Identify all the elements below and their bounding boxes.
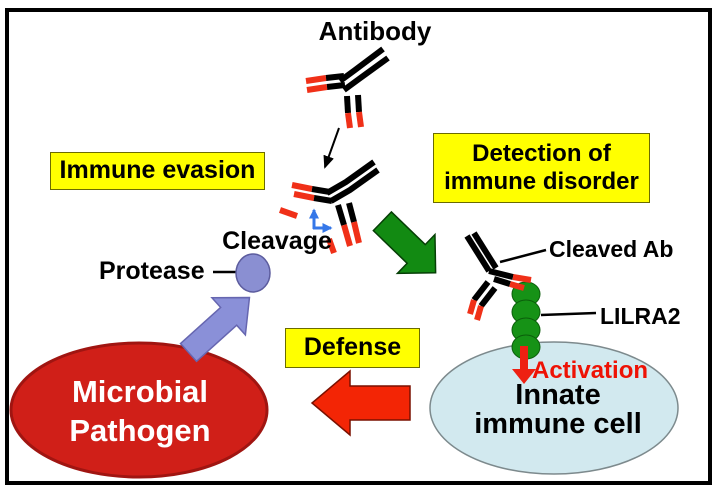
green-arrow-icon: [372, 210, 437, 275]
immune-evasion-box: Immune evasion: [50, 152, 265, 190]
detection-label-line2: immune disorder: [444, 168, 639, 195]
innate-immune-cell-ellipse: [429, 341, 679, 475]
detection-label-line1: Detection of: [472, 139, 611, 167]
defense-label: Defense: [303, 333, 402, 362]
purple-arrow-icon: [179, 296, 251, 363]
immune-evasion-label: Immune evasion: [59, 156, 256, 185]
microbial-pathogen-label: Microbial Pathogen: [69, 374, 211, 448]
innate-immune-cell-label: Innate immune cell: [474, 379, 642, 440]
antibody-icon: [305, 46, 390, 129]
defense-box: Defense: [285, 328, 420, 368]
cleaved-ab-pointer-line: [499, 248, 547, 264]
detection-box: Detection of immune disorder: [433, 133, 650, 203]
antibody-to-cleaved-arrow-icon: [323, 127, 340, 169]
cleavage-site-arrows-icon: [309, 208, 333, 233]
cleavage-label: Cleavage: [222, 227, 332, 255]
lilra2-pointer-line: [540, 311, 597, 317]
microbial-pathogen-ellipse: [9, 341, 269, 479]
cleaved-ab-label: Cleaved Ab: [549, 236, 674, 262]
cleaved-antibody-icon: [279, 159, 380, 255]
protease-label: Protease: [99, 257, 205, 285]
protease-icon: [235, 253, 271, 293]
lilra2-label: LILRA2: [600, 303, 681, 329]
activation-label: Activation: [532, 357, 649, 384]
activation-arrow-icon: [512, 346, 536, 384]
antibody-label: Antibody: [318, 16, 432, 46]
defense-arrow-icon: [310, 369, 411, 437]
bound-cleaved-antibody-icon: [464, 231, 532, 321]
diagram-border-frame: [5, 8, 712, 485]
